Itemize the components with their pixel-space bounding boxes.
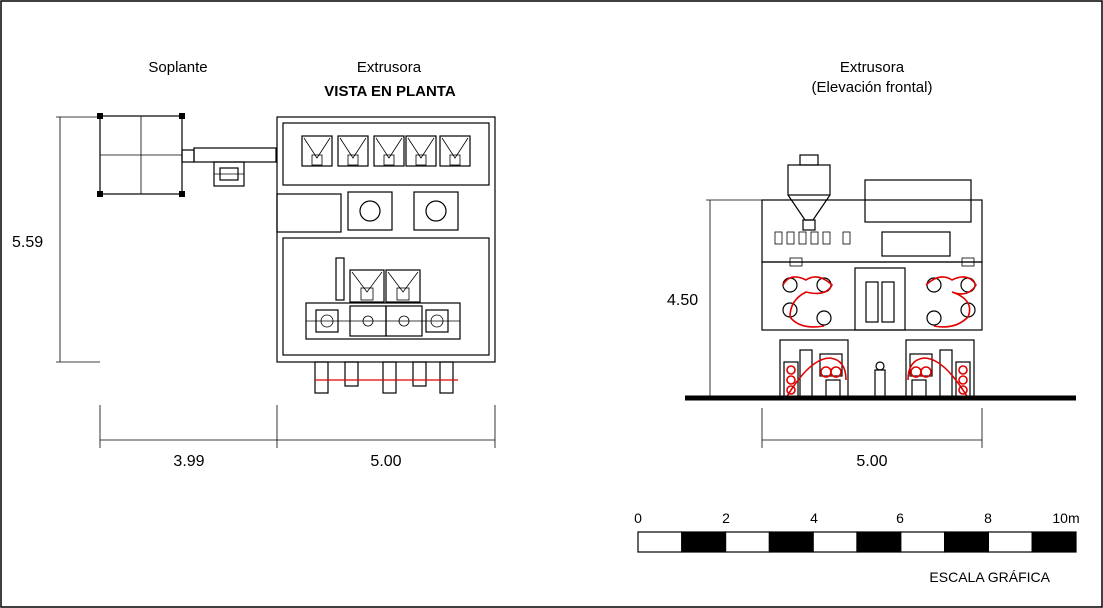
extruder-width-elev-value: 5.00 xyxy=(856,453,887,470)
elev-rollers-right xyxy=(925,276,977,328)
plan-height-dimension: 5.59 xyxy=(12,116,100,363)
extruder-width-plan-value: 5.00 xyxy=(370,453,401,470)
scale-segment xyxy=(1031,531,1077,553)
scale-segment xyxy=(768,531,814,553)
elev-height-value: 4.50 xyxy=(667,292,698,309)
scale-tick-2: 2 xyxy=(722,510,730,526)
plan-view-title: VISTA EN PLANTA xyxy=(324,83,456,100)
scale-segment xyxy=(812,531,858,553)
extruder-elev-label: Extrusora xyxy=(840,59,905,76)
scale-segment xyxy=(724,531,770,553)
scale-segment xyxy=(987,531,1033,553)
scale-segment xyxy=(681,531,727,553)
plan-width-dimensions: 3.99 5.00 xyxy=(99,405,496,470)
elev-lower-right xyxy=(905,339,975,399)
hopper-row-plan xyxy=(301,135,471,167)
extruder-plan-label: Extrusora xyxy=(357,59,422,76)
scale-segment xyxy=(637,531,683,553)
scale-segment xyxy=(943,531,989,553)
scale-tick-10m: 10m xyxy=(1052,510,1079,526)
elev-width-dimension: 5.00 xyxy=(761,408,983,470)
elev-subtitle: (Elevación frontal) xyxy=(812,79,933,96)
elev-center-post xyxy=(874,361,886,399)
elev-height-dimension: 4.50 xyxy=(667,199,762,398)
scale-tick-0: 0 xyxy=(634,510,642,526)
scale-title: ESCALA GRÁFICA xyxy=(929,569,1050,585)
plan-rollers xyxy=(314,361,458,394)
extruder-plan-body xyxy=(276,116,496,394)
scale-tick-8: 8 xyxy=(984,510,992,526)
extruder-elevation xyxy=(685,154,1076,401)
elev-rollers-left xyxy=(782,276,833,328)
scale-segment xyxy=(900,531,946,553)
elev-nozzles xyxy=(774,231,851,245)
scale-bar-segments xyxy=(637,531,1077,553)
scale-tick-4: 4 xyxy=(810,510,818,526)
scale-segment xyxy=(856,531,902,553)
blower-symbol xyxy=(97,113,277,197)
scale-tick-6: 6 xyxy=(896,510,904,526)
blower-label: Soplante xyxy=(148,59,207,76)
elev-lower-left xyxy=(779,339,849,399)
plan-height-value: 5.59 xyxy=(12,234,43,251)
graphic-scale: 0 2 4 6 8 10m ESCALA GRÁFICA xyxy=(634,510,1080,585)
blower-width-value: 3.99 xyxy=(173,453,204,470)
